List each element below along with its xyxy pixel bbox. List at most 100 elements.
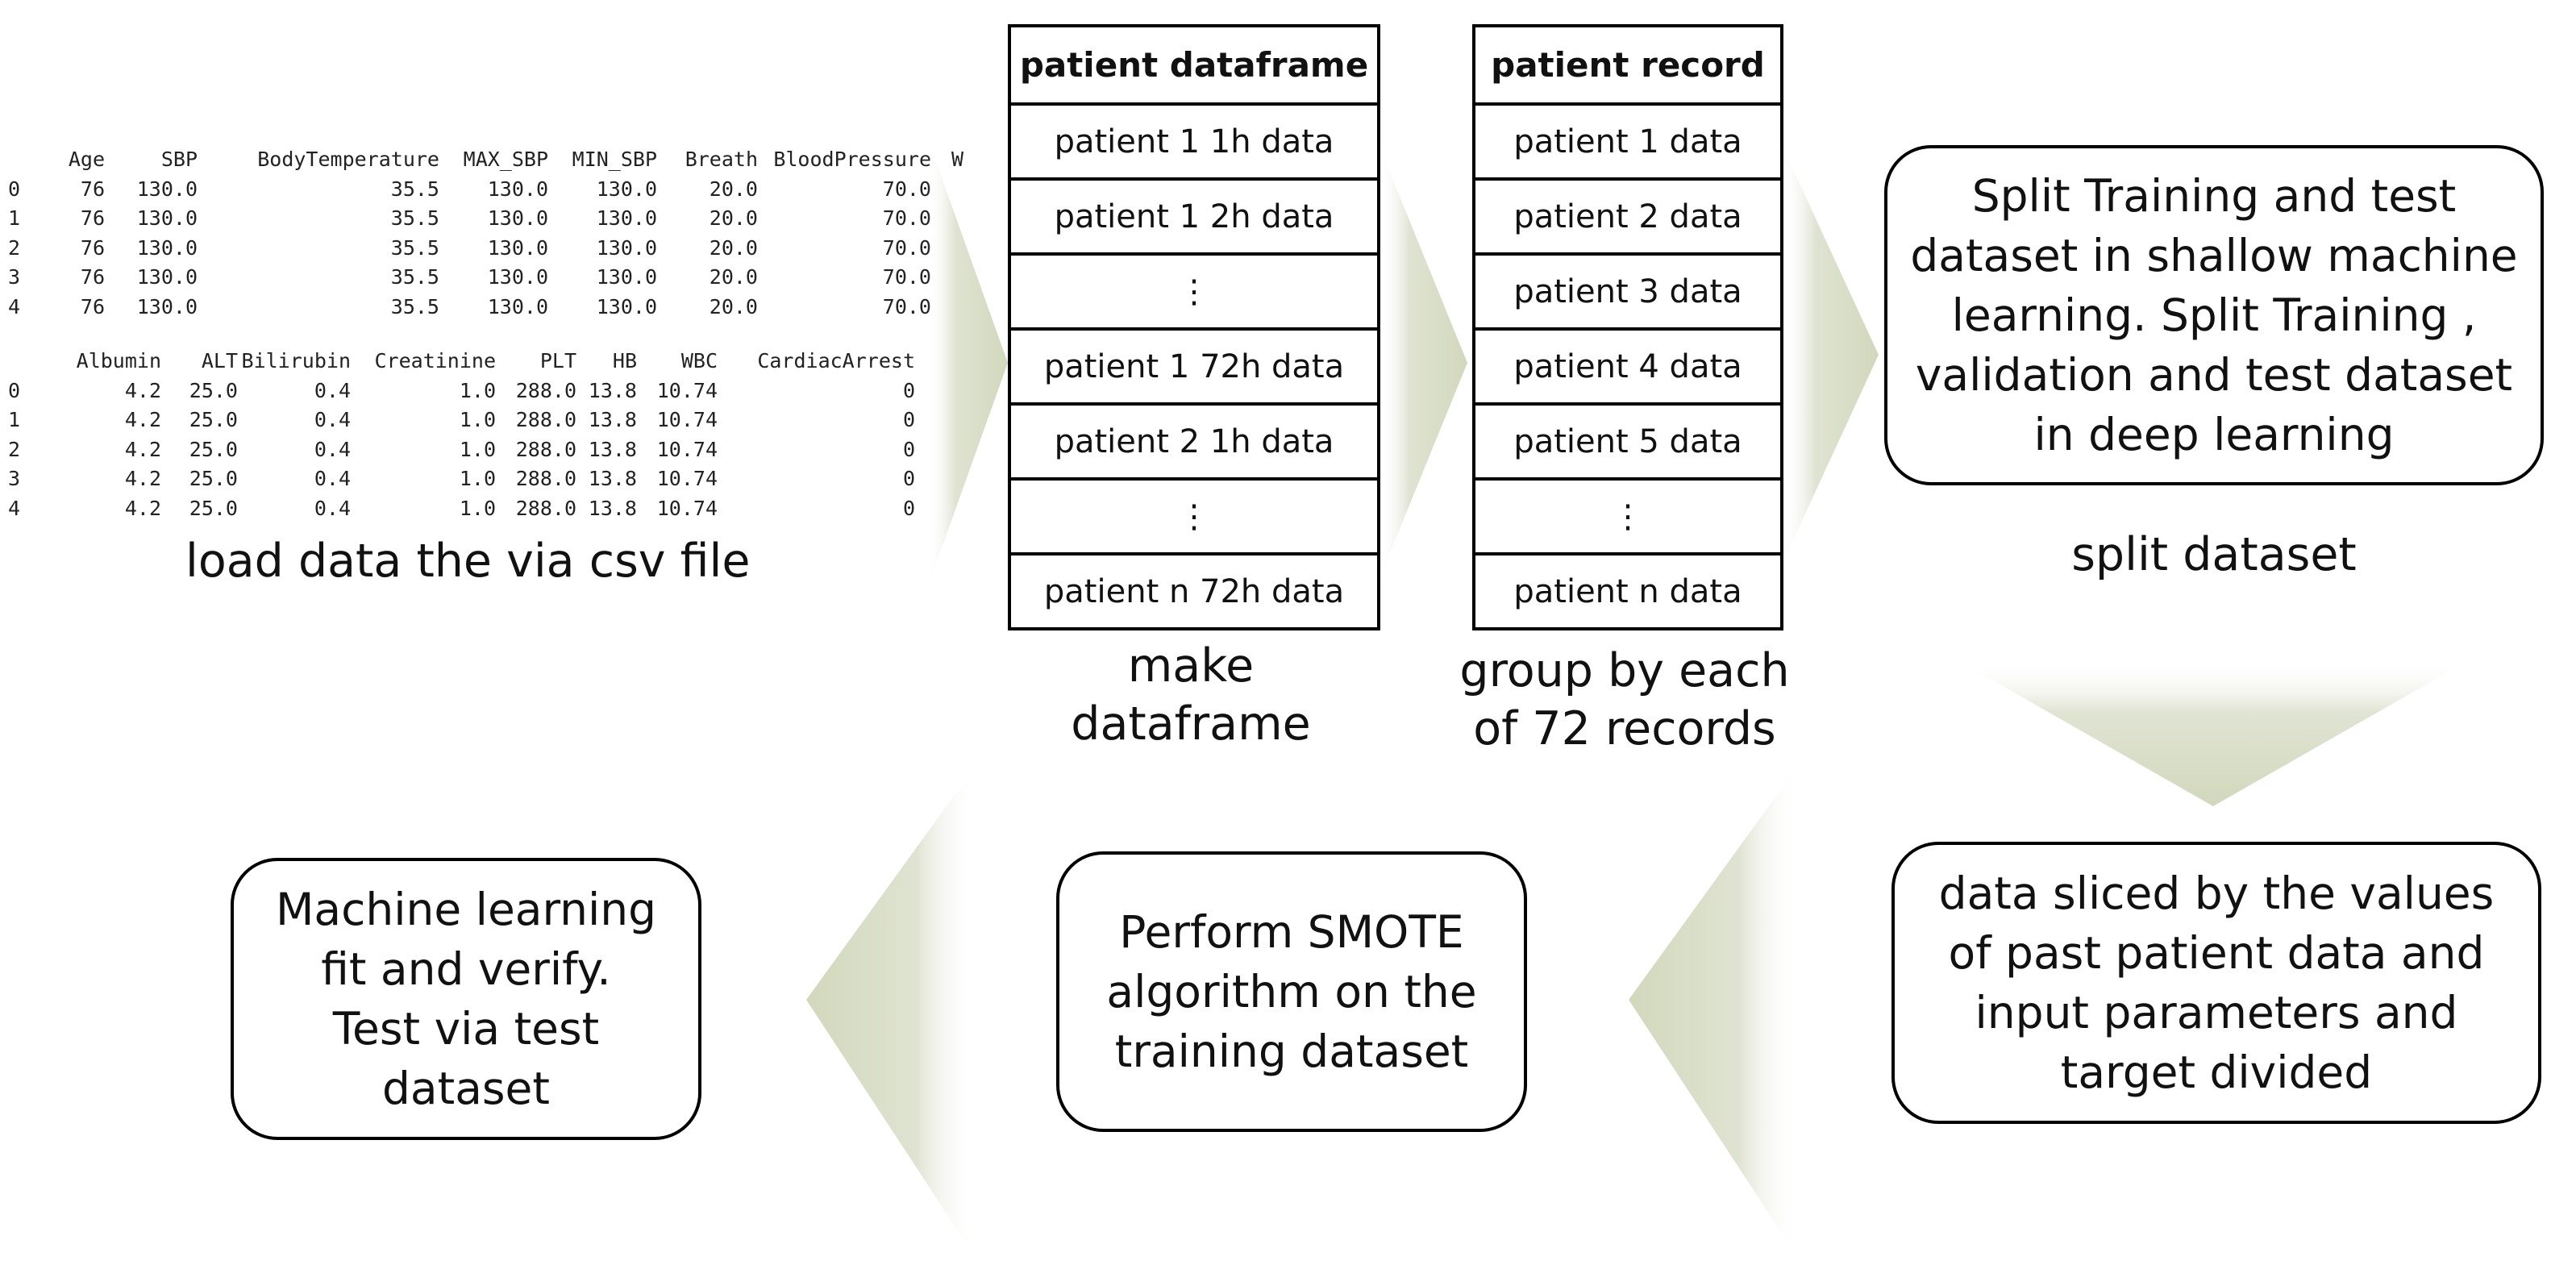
- csv-column-header: [8, 347, 40, 377]
- table-cell: 130.0: [487, 235, 548, 260]
- ml-line: Machine learning: [275, 884, 657, 935]
- table-cell: 2: [8, 437, 21, 461]
- table-cell: 130.0: [596, 235, 657, 260]
- machine-learning-box: Machine learning fit and verify. Test vi…: [231, 858, 701, 1140]
- table-cell: 288.0: [515, 408, 576, 431]
- csv-column-header: Creatinine: [374, 349, 496, 372]
- ml-line: fit and verify.: [321, 943, 611, 995]
- dataframe-header: patient dataframe: [1019, 45, 1369, 85]
- split-caption: split dataset: [2071, 528, 2357, 581]
- record-row: patient 5 data: [1475, 402, 1780, 477]
- table-cell: 35.5: [390, 206, 439, 230]
- record-row: ⋮: [1475, 477, 1780, 552]
- record-row: patient 2 data: [1475, 177, 1780, 252]
- table-cell: 1: [8, 206, 21, 230]
- record-row: patient 4 data: [1475, 327, 1780, 402]
- table-cell: 25.0: [189, 437, 238, 461]
- table-cell: 130.0: [487, 177, 548, 201]
- record-row: patient n data: [1475, 552, 1780, 627]
- table-cell: 130.0: [136, 235, 198, 260]
- table-cell: 4: [8, 496, 21, 520]
- dataframe-row: patient 1 2h data: [1011, 177, 1377, 252]
- csv-column-header: Breath: [685, 148, 758, 171]
- table-cell: 13.8: [588, 496, 637, 520]
- table-cell: 0: [902, 408, 915, 431]
- dataframe-caption-line2: dataframe: [1071, 697, 1311, 751]
- split-line: in deep learning: [2033, 409, 2395, 460]
- table-cell: 4.2: [124, 378, 161, 402]
- csv-column-header: HB: [612, 349, 637, 372]
- csv-column-header: SBP: [160, 148, 198, 171]
- table-cell: 13.8: [588, 378, 637, 402]
- arrow-right-icon: [1782, 145, 1879, 564]
- table-cell: 1.0: [459, 437, 496, 461]
- ml-line: Test via test: [332, 1003, 600, 1055]
- patient-record-table: patient record patient 1 data patient 2 …: [1472, 24, 1783, 630]
- ml-line: dataset: [382, 1063, 550, 1114]
- table-cell: 0: [902, 378, 915, 402]
- table-cell: 0: [8, 177, 21, 201]
- table-cell: 76: [80, 294, 105, 318]
- table-cell: 13.8: [588, 408, 637, 431]
- table-cell: 130.0: [136, 265, 198, 289]
- table-cell: 10.74: [656, 437, 718, 461]
- table-cell: 288.0: [515, 437, 576, 461]
- csv-column-header: [8, 145, 40, 175]
- table-cell: 130.0: [136, 206, 198, 230]
- csv-column-header: Age: [68, 148, 105, 171]
- table-cell: 4.2: [124, 408, 161, 431]
- dataframe-row: ⋮: [1011, 477, 1377, 552]
- table-cell: 10.74: [656, 378, 718, 402]
- table-cell: 130.0: [596, 206, 657, 230]
- table-cell: 70.0: [882, 294, 931, 318]
- table-cell: 25.0: [189, 378, 238, 402]
- table-cell: 76: [80, 177, 105, 201]
- arrow-left-icon: [1629, 766, 1798, 1258]
- table-row: 0 4.2 25.0 0.4 1.0 288.0 13.8 10.74 0: [8, 377, 915, 406]
- table-cell: 35.5: [390, 265, 439, 289]
- table-cell: 35.5: [390, 235, 439, 260]
- table-cell: 20.0: [709, 177, 758, 201]
- table-cell: 1.0: [459, 378, 496, 402]
- smote-line: Perform SMOTE: [1119, 906, 1464, 958]
- load-caption: load data the via csv file: [185, 535, 751, 588]
- table-cell: 130.0: [487, 206, 548, 230]
- csv-column-header: ALT: [201, 349, 238, 372]
- table-cell: 288.0: [515, 496, 576, 520]
- split-line: learning. Split Training ,: [1951, 289, 2477, 341]
- split-dataset-box: Split Training and test dataset in shall…: [1884, 145, 2544, 485]
- table-cell: 70.0: [882, 206, 931, 230]
- table-cell: 0: [8, 378, 21, 402]
- dataframe-row: patient 1 1h data: [1011, 102, 1377, 177]
- table-cell: 2: [8, 235, 21, 260]
- table-cell: 20.0: [709, 206, 758, 230]
- table-cell: 20.0: [709, 265, 758, 289]
- table-cell: 0.4: [314, 378, 351, 402]
- table-cell: 130.0: [487, 265, 548, 289]
- csv-column-header: Albumin: [76, 349, 161, 372]
- table-cell: 0.4: [314, 437, 351, 461]
- table-cell: 130.0: [596, 177, 657, 201]
- csv-column-header: WBC: [680, 349, 718, 372]
- table-cell: 0: [902, 467, 915, 490]
- table-cell: 4.2: [124, 467, 161, 490]
- table-cell: 20.0: [709, 294, 758, 318]
- csv-column-header: Bilirubin: [241, 349, 351, 372]
- csv-column-header: W: [951, 148, 963, 171]
- patient-dataframe-table: patient dataframe patient 1 1h data pati…: [1008, 24, 1380, 630]
- split-line: dataset in shallow machine: [1910, 230, 2518, 281]
- table-cell: 0: [902, 437, 915, 461]
- table-cell: 10.74: [656, 467, 718, 490]
- csv-column-header: PLT: [539, 349, 576, 372]
- table-cell: 288.0: [515, 378, 576, 402]
- slice-line: data sliced by the values: [1938, 868, 2495, 919]
- smote-line: algorithm on the: [1106, 966, 1477, 1017]
